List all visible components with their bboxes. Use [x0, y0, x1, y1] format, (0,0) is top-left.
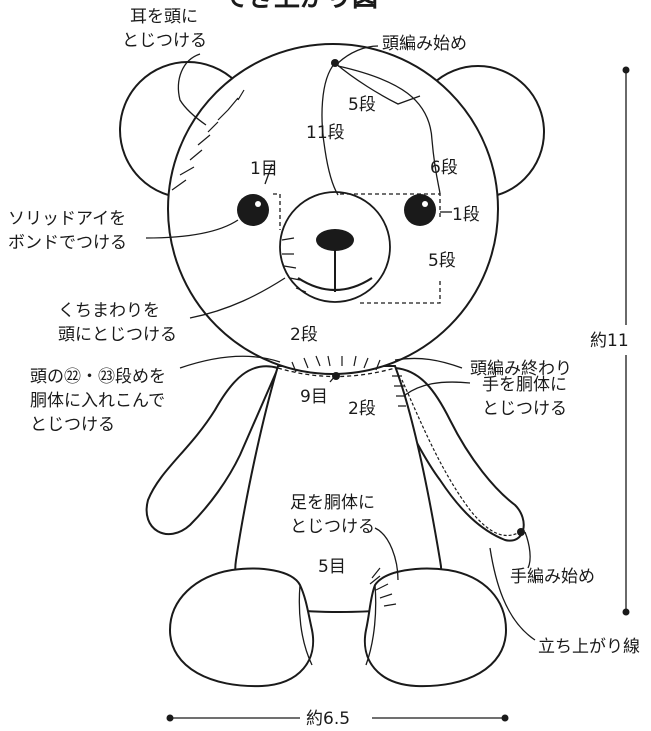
right-eye	[404, 194, 436, 226]
ear-stitches	[171, 89, 245, 191]
neck-stitches	[291, 355, 381, 373]
label-width: 約6.5	[306, 709, 350, 729]
rounds-6-line	[337, 65, 441, 195]
mouth-stitches	[281, 237, 307, 293]
dash-eye-left	[273, 193, 281, 230]
dash-bottom	[360, 280, 441, 304]
label-head-start: 頭編み始め	[382, 34, 467, 54]
muzzle	[279, 191, 391, 303]
left-leg	[168, 567, 315, 688]
right-arm	[393, 366, 525, 542]
label-head-end: 頭編み終わり	[470, 359, 572, 379]
label-neck-3: とじつける	[30, 415, 115, 435]
arm-stitches	[392, 375, 406, 407]
label-ear-attach-1: 耳を頭に	[130, 7, 198, 27]
label-neck-2: 胴体に入れこんで	[30, 391, 165, 411]
left-arm	[145, 365, 280, 536]
label-eye-1: ソリッドアイを	[8, 209, 126, 229]
label-rounds-6: 6段	[430, 158, 458, 178]
label-rounds-11: 11段	[306, 123, 345, 143]
label-eye-2: ボンドでつける	[8, 233, 127, 253]
height-dimension	[622, 66, 630, 616]
rounds-11-line	[321, 62, 339, 196]
label-arm-1: 手を胴体に	[482, 375, 567, 395]
label-ear-attach-2: とじつける	[122, 31, 207, 51]
label-stitch-5: 5目	[318, 557, 346, 577]
hand-start-dot	[517, 528, 525, 536]
label-round-1: 1段	[452, 205, 480, 225]
leader-lines	[145, 45, 536, 641]
leg-stitches	[369, 567, 397, 607]
label-leg-1: 足を胴体に	[290, 493, 375, 513]
label-rounds-5-side: 5段	[428, 251, 456, 271]
label-leg-2: とじつける	[290, 517, 375, 537]
label-neck-1: 頭の㉒・㉓段めを	[30, 367, 166, 387]
label-mouth-1: くちまわりを	[58, 301, 160, 321]
label-hand-start: 手編み始め	[510, 567, 595, 587]
label-height: 約11	[590, 331, 629, 351]
width-dimension	[166, 714, 509, 722]
rise-line	[401, 379, 521, 537]
label-rounds-2-neck: 2段	[290, 325, 318, 345]
label-mouth-2: 頭にとじつける	[58, 325, 177, 345]
rounds-5-line	[334, 62, 421, 105]
label-stitch-1: 1目	[250, 159, 278, 179]
label-rounds-5-top: 5段	[348, 95, 376, 115]
right-leg	[363, 567, 508, 688]
label-stitch-9: 9目	[300, 387, 328, 407]
title: でき上がり図	[222, 0, 378, 13]
label-rise-line: 立ち上がり線	[538, 637, 640, 657]
left-eye	[237, 194, 269, 226]
label-arm-2: とじつける	[482, 399, 567, 419]
label-rounds-2-arm: 2段	[348, 399, 376, 419]
body	[234, 365, 443, 614]
